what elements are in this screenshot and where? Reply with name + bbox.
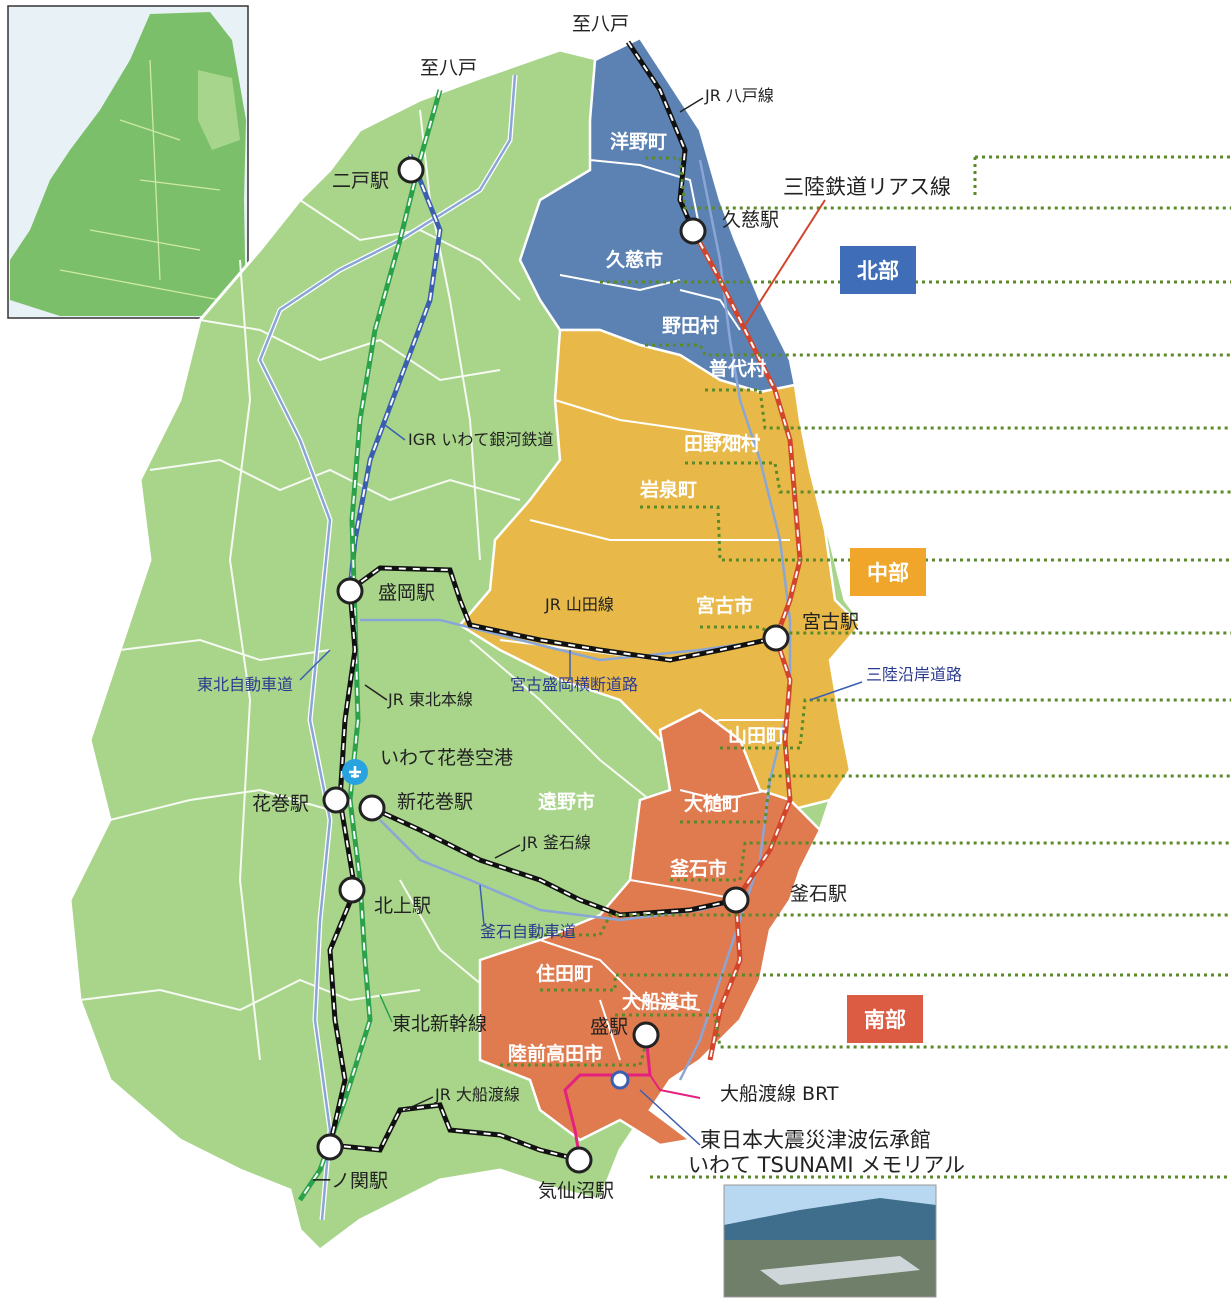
station-kitakami bbox=[338, 876, 366, 904]
label-kamaishi-expressway: 釜石自動車道 bbox=[480, 922, 576, 941]
label-tohoku-expressway: 東北自動車道 bbox=[197, 675, 293, 694]
label-sanriku-coastal-road: 三陸沿岸道路 bbox=[866, 665, 962, 684]
station-markers bbox=[316, 156, 790, 1174]
label-ninohe: 二戸駅 bbox=[332, 170, 389, 192]
label-kamaishi: 釜石駅 bbox=[790, 883, 847, 905]
label-miyako: 宮古駅 bbox=[802, 611, 859, 633]
station-shinhanamaki bbox=[358, 794, 386, 822]
muni-fudai: 普代村 bbox=[709, 357, 766, 380]
region-central-area bbox=[458, 328, 862, 812]
muni-kamaishi: 釜石市 bbox=[669, 857, 727, 880]
label-kitakami: 北上駅 bbox=[374, 895, 431, 917]
muni-tono: 遠野市 bbox=[538, 790, 595, 813]
label-jr-ofunato: JR 大船渡線 bbox=[434, 1085, 520, 1104]
muni-ofunato: 大船渡市 bbox=[622, 990, 698, 1013]
muni-tanohata: 田野畑村 bbox=[684, 432, 760, 455]
region-south-label: 南部 bbox=[864, 1008, 906, 1032]
muni-yamada: 山田町 bbox=[728, 725, 785, 747]
region-south-area bbox=[478, 708, 822, 1147]
muni-miyako: 宮古市 bbox=[696, 594, 753, 617]
label-shinkansen: 東北新幹線 bbox=[392, 1013, 487, 1035]
label-sakari: 盛駅 bbox=[590, 1016, 628, 1038]
label-shinhanamaki: 新花巻駅 bbox=[397, 791, 473, 813]
station-morioka bbox=[336, 577, 364, 605]
label-miyako-morioka-road: 宮古盛岡横断道路 bbox=[510, 675, 638, 694]
station-kamaishi bbox=[722, 886, 750, 914]
station-hanamaki bbox=[322, 786, 350, 814]
station-ichinoseki bbox=[316, 1133, 344, 1161]
memorial-photo bbox=[723, 1184, 937, 1298]
station-ninohe bbox=[397, 156, 425, 184]
muni-noda: 野田村 bbox=[662, 314, 719, 337]
label-sanriku-rias: 三陸鉄道リアス線 bbox=[783, 175, 951, 199]
muni-rikuzentakata: 陸前高田市 bbox=[508, 1042, 603, 1065]
label-memorial-1: 東日本大震災津波伝承館 bbox=[700, 1128, 931, 1152]
label-jr-tohoku: JR 東北本線 bbox=[387, 690, 473, 709]
label-memorial-2: いわて TSUNAMI メモリアル bbox=[688, 1153, 965, 1177]
label-airport: いわて花巻空港 bbox=[380, 747, 513, 769]
region-central-label: 中部 bbox=[867, 561, 909, 585]
label-hanamaki: 花巻駅 bbox=[252, 793, 309, 815]
station-sakari bbox=[632, 1021, 660, 1049]
label-to-hachinohe-1: 至八戸 bbox=[572, 13, 629, 35]
highways bbox=[257, 74, 792, 1221]
region-central-box bbox=[850, 548, 926, 596]
station-kesennuma bbox=[565, 1146, 593, 1174]
inset-map bbox=[7, 5, 249, 319]
muni-sumita: 住田町 bbox=[536, 962, 593, 985]
label-kuji: 久慈駅 bbox=[722, 209, 779, 231]
region-north-box bbox=[840, 246, 916, 294]
region-south-box bbox=[847, 995, 923, 1043]
label-ichinoseki: 一ノ関駅 bbox=[312, 1170, 388, 1192]
label-kesennuma: 気仙沼駅 bbox=[538, 1180, 614, 1202]
label-to-hachinohe-2: 至八戸 bbox=[420, 57, 477, 79]
label-jr-yamada: JR 山田線 bbox=[544, 595, 614, 614]
muni-kuji: 久慈市 bbox=[606, 248, 663, 271]
memorial-marker bbox=[610, 1070, 630, 1090]
label-jr-kamaishi: JR 釜石線 bbox=[521, 833, 591, 852]
station-kuji bbox=[679, 217, 707, 245]
station-miyako bbox=[762, 624, 790, 652]
muni-iwaizumi: 岩泉町 bbox=[639, 478, 697, 501]
label-morioka: 盛岡駅 bbox=[378, 582, 435, 604]
municipal-borders bbox=[79, 109, 651, 1061]
label-ofunato-brt: 大船渡線 BRT bbox=[720, 1083, 839, 1105]
region-north-label: 北部 bbox=[857, 259, 899, 283]
muni-otsuchi: 大槌町 bbox=[684, 792, 741, 815]
label-jr-hachinohe: JR 八戸線 bbox=[704, 86, 774, 105]
label-igr: IGR いわて銀河鉄道 bbox=[408, 430, 553, 449]
muni-hirono: 洋野町 bbox=[610, 130, 667, 153]
airplane-icon bbox=[342, 759, 368, 785]
